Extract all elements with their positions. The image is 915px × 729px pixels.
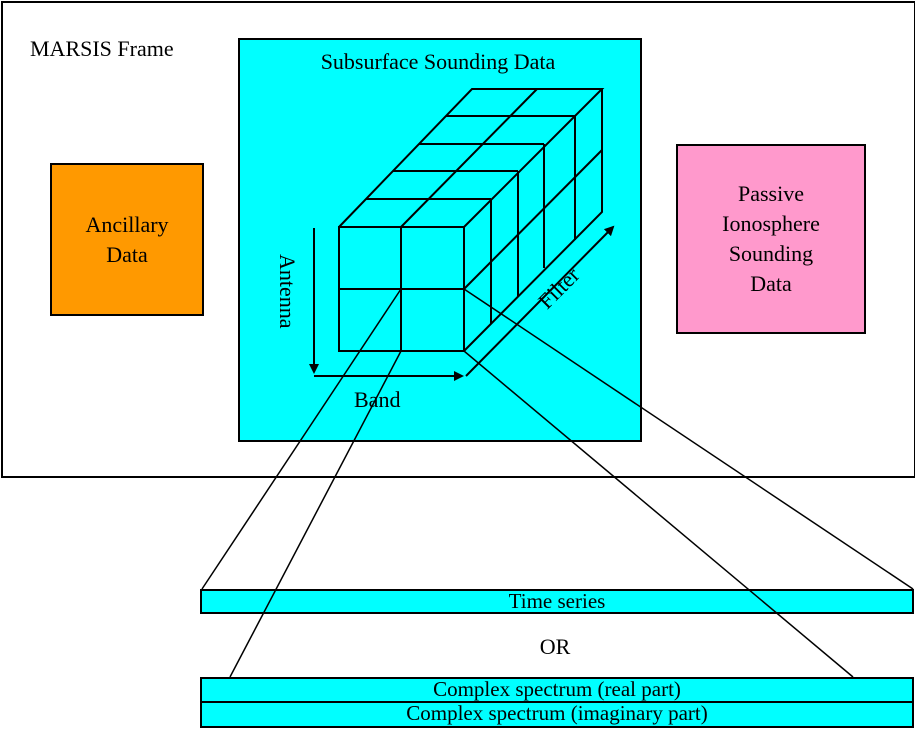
ancillary-line-1: Ancillary bbox=[85, 211, 169, 237]
cube-right-divider bbox=[463, 149, 603, 290]
time-series-bar: Time series bbox=[200, 589, 914, 614]
connector-complex-left bbox=[229, 350, 402, 678]
connector-time-right bbox=[463, 288, 914, 590]
or-label: OR bbox=[539, 634, 571, 659]
subsurface-sounding-title: Subsurface Sounding Data bbox=[320, 49, 556, 74]
connector-complex-right bbox=[463, 350, 854, 678]
passive-line-4: Data bbox=[750, 271, 792, 296]
passive-ionosphere-box: Passive Ionosphere Sounding Data bbox=[676, 144, 866, 334]
cube-right-outline bbox=[463, 89, 603, 352]
data-cube bbox=[338, 88, 605, 352]
connector-lines bbox=[201, 288, 914, 678]
marsis-frame-title: MARSIS Frame bbox=[30, 36, 174, 61]
passive-line-2: Ionosphere bbox=[722, 211, 820, 236]
ancillary-line-2: Data bbox=[106, 241, 148, 267]
complex-imaginary-bar: Complex spectrum (imaginary part) bbox=[200, 701, 914, 728]
filter-axis-arrow bbox=[465, 225, 615, 377]
antenna-axis-label: Antenna bbox=[275, 254, 300, 329]
passive-line-1: Passive bbox=[738, 181, 804, 206]
cube-top-divider bbox=[400, 88, 538, 228]
ancillary-data-box: Ancillary Data bbox=[50, 163, 204, 316]
connector-time-left bbox=[201, 288, 402, 590]
band-axis-label: Band bbox=[354, 387, 401, 412]
passive-line-3: Sounding bbox=[728, 241, 814, 266]
cube-top-outline bbox=[338, 88, 605, 228]
